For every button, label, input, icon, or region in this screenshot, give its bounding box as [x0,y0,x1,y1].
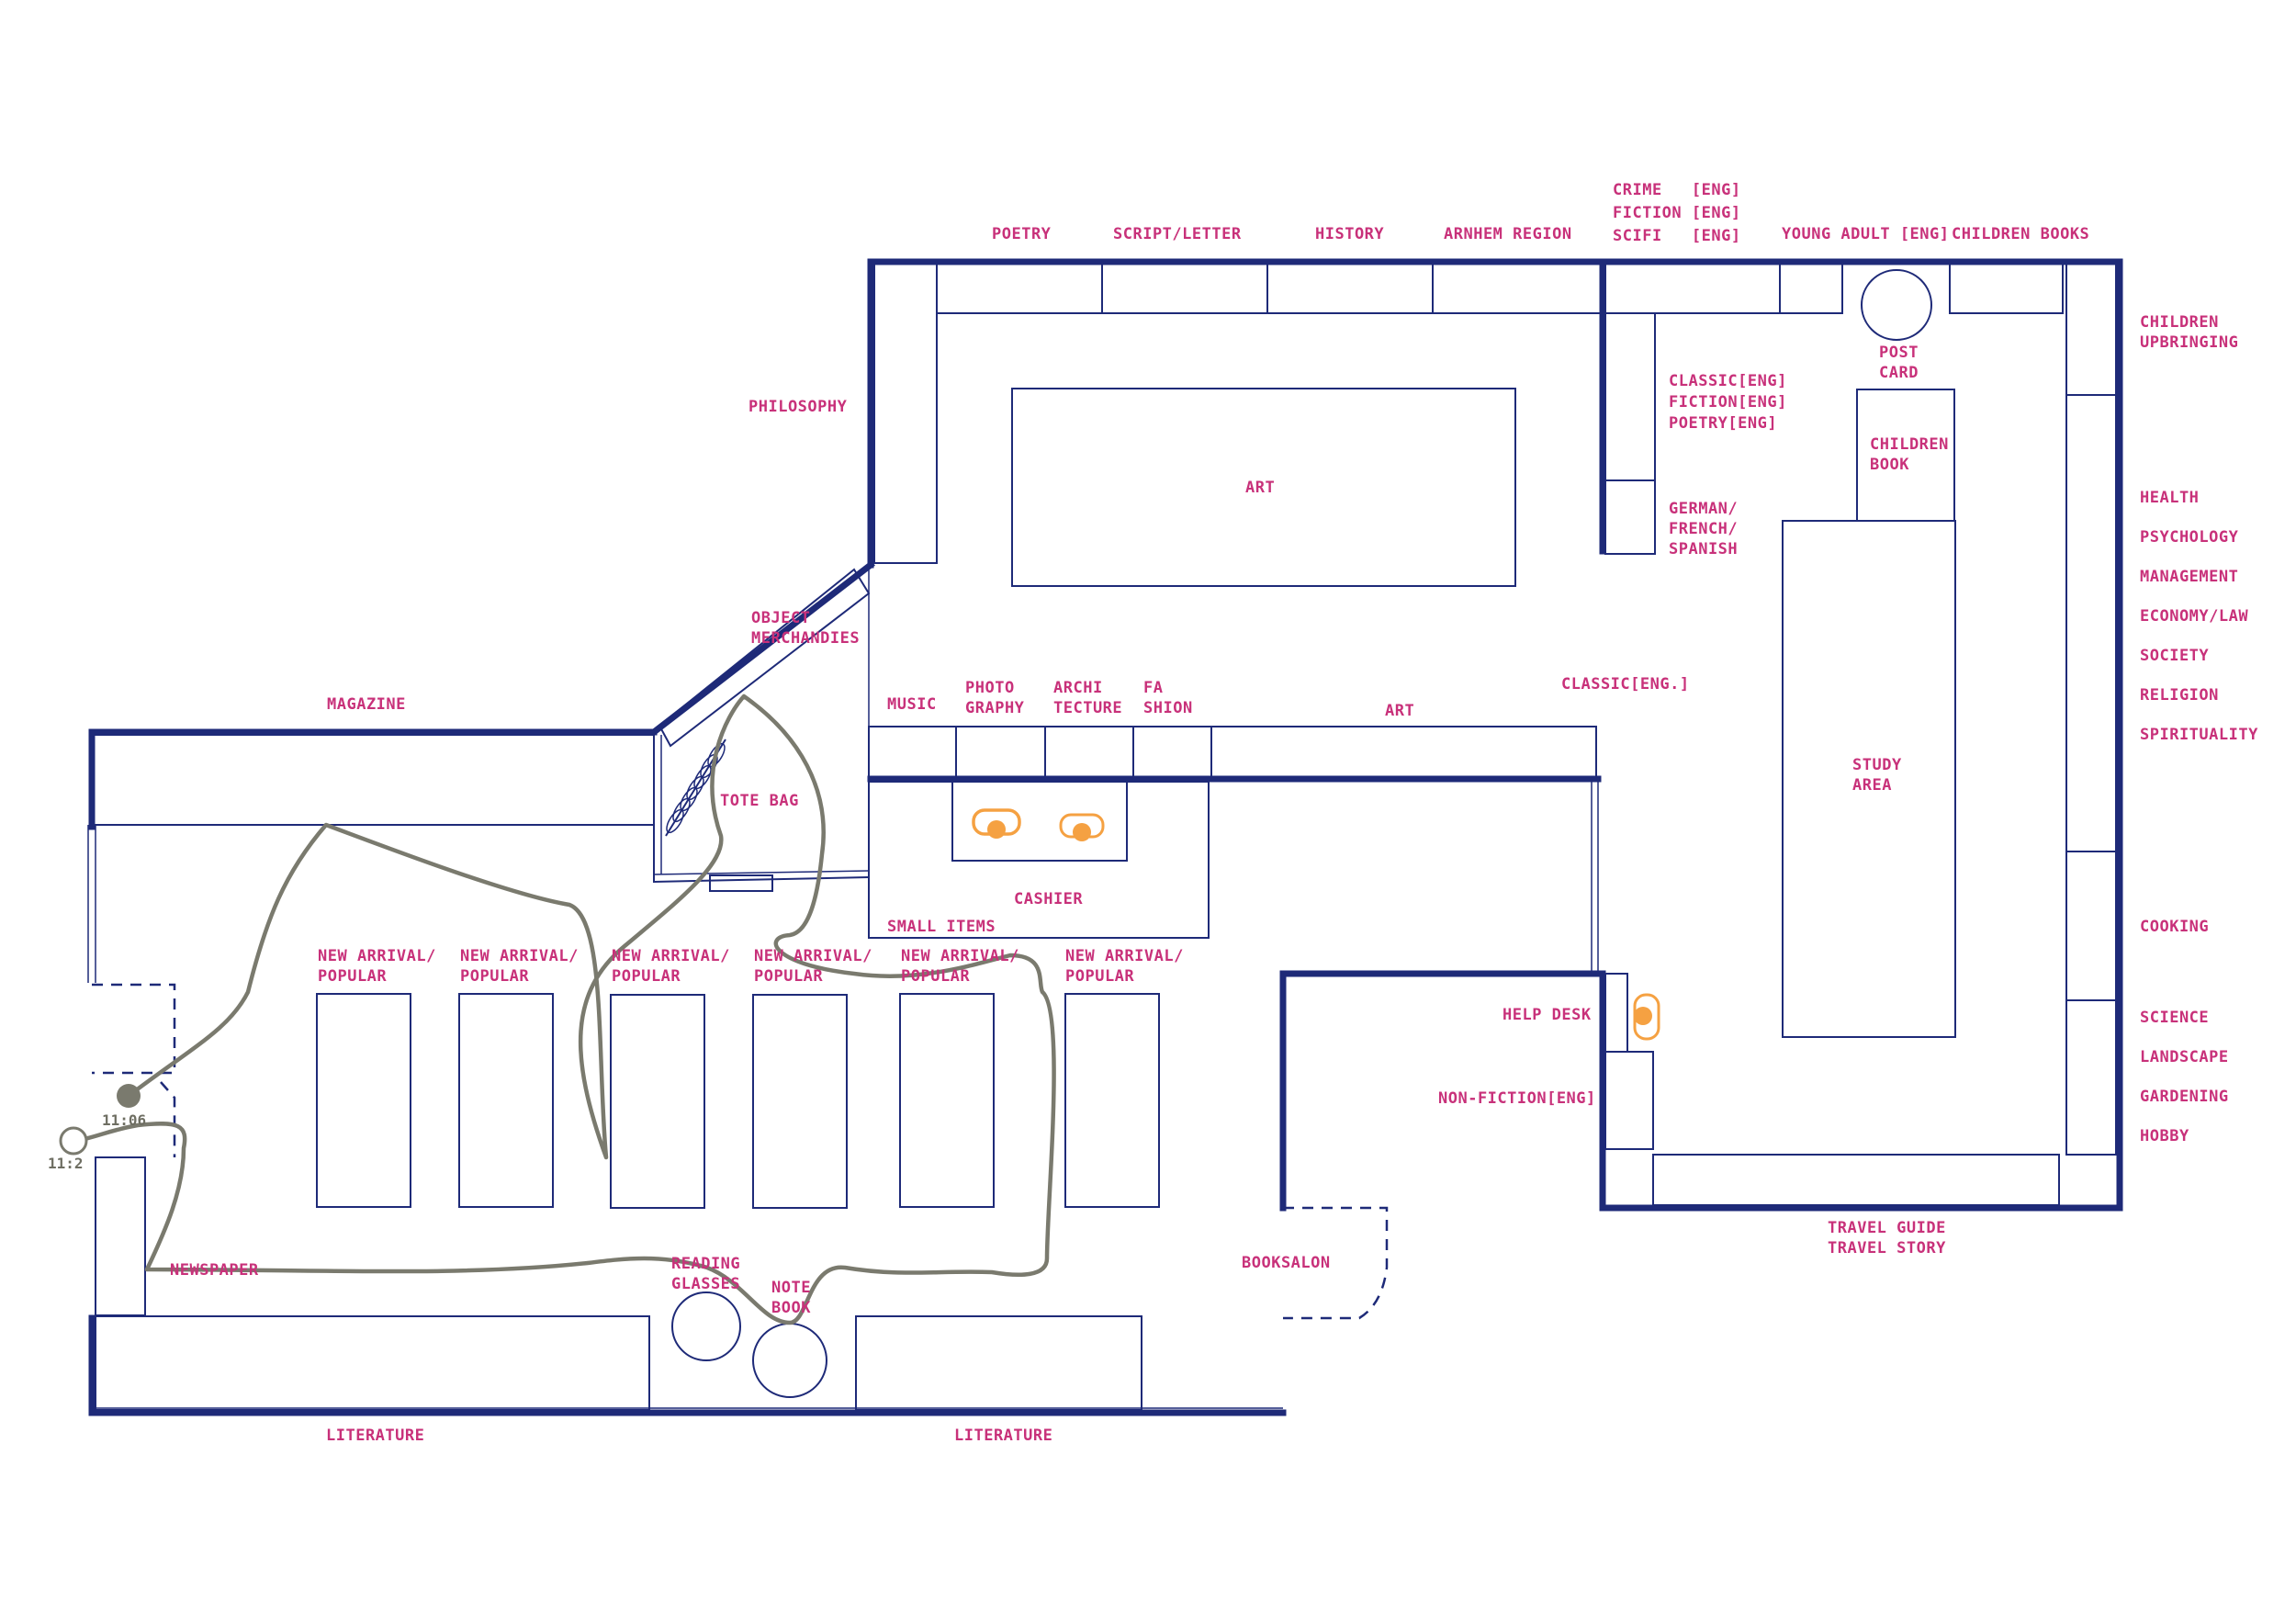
label-history: HISTORY [1315,225,1385,243]
label-script-letter: SCRIPT/LETTER [1113,225,1242,243]
label-management: MANAGEMENT [2140,568,2239,586]
label-non-fiction: NON-FICTION[ENG] [1438,1089,1596,1108]
label-object-merchandies: OBJECT MERCHANDIES [751,609,861,648]
label-cooking: COOKING [2140,918,2210,936]
label-poetry: POETRY [992,225,1052,243]
label-classic-eng: CLASSIC[ENG.] [1561,675,1690,694]
label-hobby: HOBBY [2140,1127,2189,1145]
label-arnhem-region: ARNHEM REGION [1444,225,1572,243]
label-psychology: PSYCHOLOGY [2140,528,2239,547]
label-new-arrival-4: NEW ARRIVAL/ POPULAR [754,947,872,986]
label-fashion: FA SHION [1143,679,1193,717]
label-philosophy: PHILOSOPHY [748,398,848,416]
label-new-arrival-1: NEW ARRIVAL/ POPULAR [318,947,436,986]
label-art-wall: ART [1385,702,1415,720]
label-reading-glasses: READING GLASSES [671,1255,741,1293]
time-start: 11:06 [102,1111,147,1129]
label-children-upbringing: CHILDREN UPBRINGING [2140,313,2239,352]
label-travel: TRAVEL GUIDE TRAVEL STORY [1828,1219,1946,1257]
label-new-arrival-6: NEW ARRIVAL/ POPULAR [1065,947,1184,986]
label-art-table: ART [1245,479,1276,497]
label-architecture: ARCHI TECTURE [1053,679,1123,717]
label-science: SCIENCE [2140,1009,2210,1027]
label-study-area: STUDY AREA [1852,756,1902,795]
label-post-card: POST CARD [1879,344,1919,382]
label-young-adult: YOUNG ADULT [ENG] [1782,225,1950,243]
label-magazine: MAGAZINE [327,695,406,714]
label-spirituality: SPIRITUALITY [2140,726,2258,744]
label-music: MUSIC [887,695,937,714]
label-classic-fiction-poetry: CLASSIC[ENG] FICTION[ENG] POETRY[ENG] [1669,372,1787,433]
label-german-french-spanish: GERMAN/ FRENCH/ SPANISH [1669,500,1739,558]
label-gardening: GARDENING [2140,1088,2229,1106]
walking-route [59,694,1056,1325]
label-new-arrival-2: NEW ARRIVAL/ POPULAR [460,947,579,986]
label-children-books-top: CHILDREN BOOKS [1952,225,2090,243]
label-health: HEALTH [2140,489,2200,507]
label-children-book: CHILDREN BOOK [1870,435,1949,474]
outer-walls [88,258,2123,1416]
label-small-items: SMALL ITEMS [887,918,996,936]
label-economy-law: ECONOMY/LAW [2140,607,2249,626]
end-marker [59,1126,88,1156]
label-help-desk: HELP DESK [1503,1006,1592,1024]
label-new-arrival-5: NEW ARRIVAL/ POPULAR [901,947,1019,986]
label-crime-fiction-scifi: CRIME [ENG] FICTION [ENG] SCIFI [ENG] [1613,181,1741,245]
label-literature-right: LITERATURE [954,1427,1053,1445]
doors [92,983,1389,1320]
inner-structure [87,263,2117,1411]
time-end: 11:2 [48,1155,84,1172]
label-photography: PHOTO GRAPHY [965,679,1025,717]
label-newspaper: NEWSPAPER [170,1261,259,1280]
start-marker [117,1084,141,1108]
staff-figures [972,808,1660,1041]
label-booksalon: BOOKSALON [1242,1254,1331,1272]
label-cashier: CASHIER [1014,890,1084,908]
label-literature-left: LITERATURE [326,1427,425,1445]
label-religion: RELIGION [2140,686,2219,705]
label-tote-bag: TOTE BAG [720,792,799,810]
label-landscape: LANDSCAPE [2140,1048,2229,1066]
label-note-book: NOTE BOOK [771,1279,811,1317]
label-new-arrival-3: NEW ARRIVAL/ POPULAR [612,947,730,986]
label-society: SOCIETY [2140,647,2210,665]
